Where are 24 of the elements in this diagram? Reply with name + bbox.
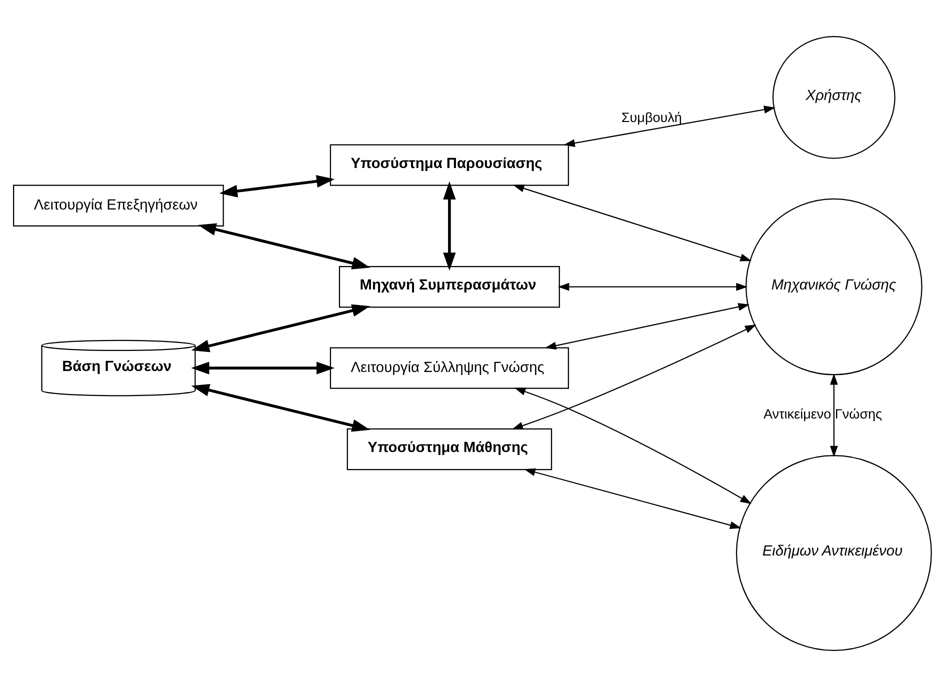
arrow xyxy=(190,383,370,432)
arrow xyxy=(218,174,334,197)
arrow xyxy=(190,361,334,374)
arrow xyxy=(511,324,756,430)
arrow xyxy=(514,387,752,504)
arrow xyxy=(442,180,456,270)
node-circle: Χρήστης xyxy=(772,35,895,158)
node-circle: Μηχανικός Γνώσης xyxy=(745,198,922,375)
node-box: Υποσύστημα Παρουσίασης xyxy=(329,144,568,186)
arrow xyxy=(557,282,747,290)
node-box: Λειτουργία Επεξηγήσεων xyxy=(12,184,224,226)
arrow xyxy=(197,222,370,269)
edge-label: Συμβουλή xyxy=(620,109,682,124)
node-box: Υποσύστημα Μάθησης xyxy=(346,428,552,470)
edge-label: Αντικείμενο Γνώσης xyxy=(762,406,882,422)
arrow xyxy=(544,302,750,350)
node-box: Λειτουργία Σύλληψης Γνώσης xyxy=(329,346,568,388)
arrow xyxy=(563,105,775,146)
node-circle: Ειδήμων Αντικειμένου xyxy=(735,454,932,650)
arrow xyxy=(523,468,741,529)
arrow xyxy=(190,304,370,352)
arrow xyxy=(829,372,838,457)
node-box: Μηχανή Συμπερασμάτων xyxy=(338,266,560,308)
arrow xyxy=(512,184,752,261)
